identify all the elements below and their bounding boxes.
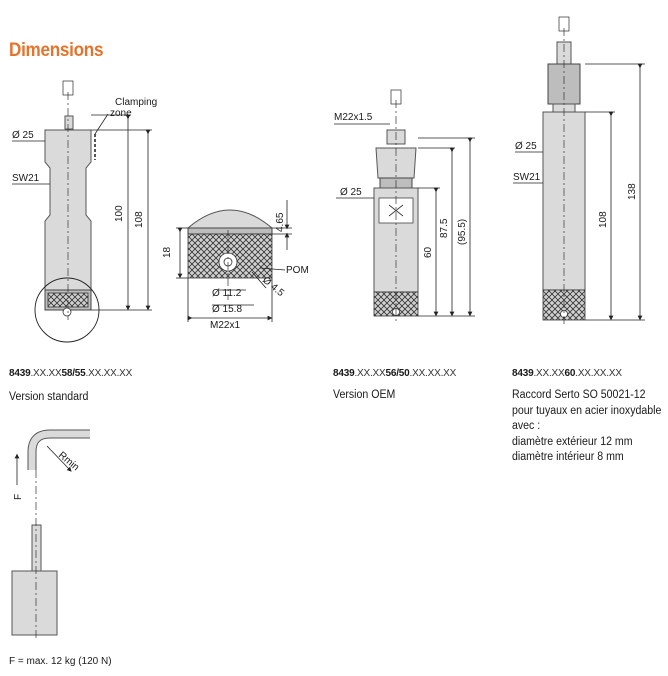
- serto-line: diamètre extérieur 12 mm: [512, 435, 633, 448]
- section-dim-465: 4.65: [275, 212, 286, 232]
- oem-thread-label: M22x1.5: [334, 112, 373, 123]
- serto-line: Raccord Serto SO 50021-12: [512, 389, 646, 401]
- serto-reference: 8439.XX.XX60.XX.XX.XX: [512, 368, 622, 379]
- section-thread: M22x1: [210, 320, 240, 331]
- oem-dim-875: 87.5: [439, 218, 450, 238]
- bend-radius-drawing: Rmin F: [11, 429, 90, 640]
- section-dim-18: 18: [162, 246, 173, 258]
- force-footnote: F = max. 12 kg (120 N): [9, 656, 112, 667]
- page-title: Dimensions: [9, 40, 104, 61]
- serto-line: pour tuyaux en acier inoxydable: [512, 404, 662, 417]
- standard-dim-100: 100: [114, 205, 125, 222]
- standard-version-drawing: Clamping zone Ø 25 SW21 100 108: [12, 80, 157, 343]
- standard-sw-label: SW21: [12, 173, 40, 184]
- serto-version-drawing: Ø 25 SW21 108 138: [513, 16, 645, 326]
- section-material: POM: [286, 265, 309, 276]
- section-dim-158: Ø 15.8: [212, 304, 242, 315]
- clamping-label: Clamping: [115, 97, 157, 108]
- standard-caption: Version standard: [9, 391, 89, 403]
- standard-dia-label: Ø 25: [12, 130, 34, 141]
- serto-description: Raccord Serto SO 50021-12 pour tuyaux en…: [512, 388, 661, 466]
- standard-dim-108: 108: [134, 211, 145, 228]
- serto-sw-label: SW21: [513, 172, 541, 183]
- oem-dim-60: 60: [423, 246, 434, 258]
- oem-dia-label: Ø 25: [340, 187, 362, 198]
- oem-version-drawing: M22x1.5 Ø 25 60 87.5 (95.5): [334, 89, 475, 322]
- zone-label: zone: [110, 108, 132, 119]
- serto-line: avec :: [512, 420, 541, 432]
- serto-dia-label: Ø 25: [515, 141, 537, 152]
- oem-reference: 8439.XX.XX56/50.XX.XX.XX: [333, 368, 457, 379]
- bend-force-label: F: [13, 494, 24, 500]
- serto-dim-108: 108: [598, 211, 609, 228]
- bend-rmin-label: Rmin: [56, 450, 81, 473]
- serto-dim-138: 138: [627, 183, 638, 200]
- section-dim-112: Ø 11.2: [212, 288, 242, 299]
- oem-dim-955: (95.5): [457, 219, 468, 245]
- serto-line: diamètre intérieur 8 mm: [512, 451, 624, 463]
- section-dim-45: Ø 4.5: [260, 275, 286, 299]
- oem-caption: Version OEM: [333, 389, 396, 401]
- cross-section-drawing: 18 4.65 Ø 11.2 Ø 15.8 M22x1 POM Ø 4.5: [162, 200, 309, 331]
- standard-reference: 8439.XX.XX58/55.XX.XX.XX: [9, 368, 133, 379]
